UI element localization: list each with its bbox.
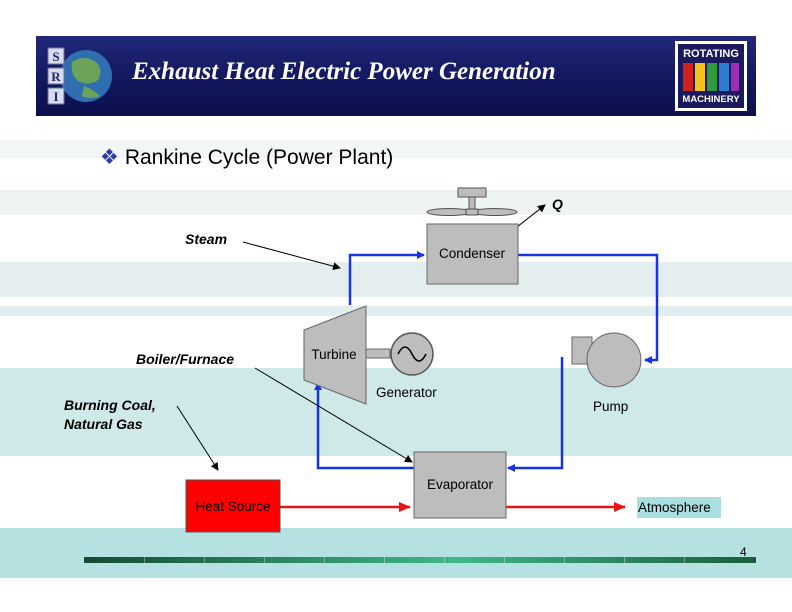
condenser-label: Condenser bbox=[439, 246, 506, 261]
background-band bbox=[0, 262, 792, 297]
footer-bar bbox=[84, 557, 756, 563]
flow-line bbox=[518, 253, 659, 364]
flow-line bbox=[314, 382, 414, 470]
background-band bbox=[0, 306, 792, 316]
slide-title: Exhaust Heat Electric Power Generation bbox=[132, 58, 556, 85]
flow-line bbox=[507, 357, 564, 472]
pump-label: Pump bbox=[593, 399, 628, 414]
bullet-heading: ❖Rankine Cycle (Power Plant) bbox=[100, 145, 393, 170]
svg-text:I: I bbox=[53, 89, 58, 104]
condenser-box bbox=[426, 223, 519, 285]
fuel-label-line1: Burning Coal, bbox=[64, 397, 156, 413]
background-band bbox=[0, 140, 792, 158]
q-label: Q bbox=[552, 196, 563, 212]
svg-text:MACHINERY: MACHINERY bbox=[682, 94, 740, 105]
fuel-label-line2: Natural Gas bbox=[64, 416, 143, 432]
generator-label: Generator bbox=[376, 385, 437, 400]
svg-text:ROTATING: ROTATING bbox=[683, 48, 739, 60]
rotating-machinery-logo: ROTATING MACHINERY bbox=[675, 41, 747, 111]
sri-logo: S R I bbox=[47, 47, 112, 105]
shaft bbox=[365, 348, 391, 359]
turbine-shape bbox=[303, 305, 367, 405]
diamond-bullet-icon: ❖ bbox=[100, 146, 119, 169]
evaporator-box bbox=[413, 451, 507, 519]
subtitle-text: Rankine Cycle (Power Plant) bbox=[124, 146, 394, 169]
background-band bbox=[0, 528, 792, 578]
pointer-line bbox=[242, 241, 341, 271]
header-banner bbox=[36, 36, 756, 116]
flow-line bbox=[348, 251, 425, 305]
pump-body bbox=[586, 332, 642, 388]
boiler-furnace-label: Boiler/Furnace bbox=[136, 351, 235, 367]
evaporator-label: Evaporator bbox=[427, 477, 494, 492]
svg-text:R: R bbox=[51, 69, 61, 84]
sine-wave-icon bbox=[397, 346, 427, 362]
atmosphere-box bbox=[637, 497, 721, 518]
steam-label: Steam bbox=[185, 231, 228, 247]
heat-source-label: Heat Source bbox=[195, 499, 270, 514]
background-band bbox=[0, 368, 792, 456]
pointer-line bbox=[176, 405, 219, 471]
atmosphere-label: Atmosphere bbox=[638, 500, 711, 515]
heat-source-box bbox=[185, 479, 281, 533]
pointer-line bbox=[254, 367, 413, 463]
turbine-label: Turbine bbox=[311, 347, 356, 362]
fan-icon bbox=[426, 187, 518, 216]
svg-text:S: S bbox=[52, 49, 59, 64]
page-number: 4 bbox=[740, 545, 747, 559]
background-band bbox=[0, 190, 792, 215]
